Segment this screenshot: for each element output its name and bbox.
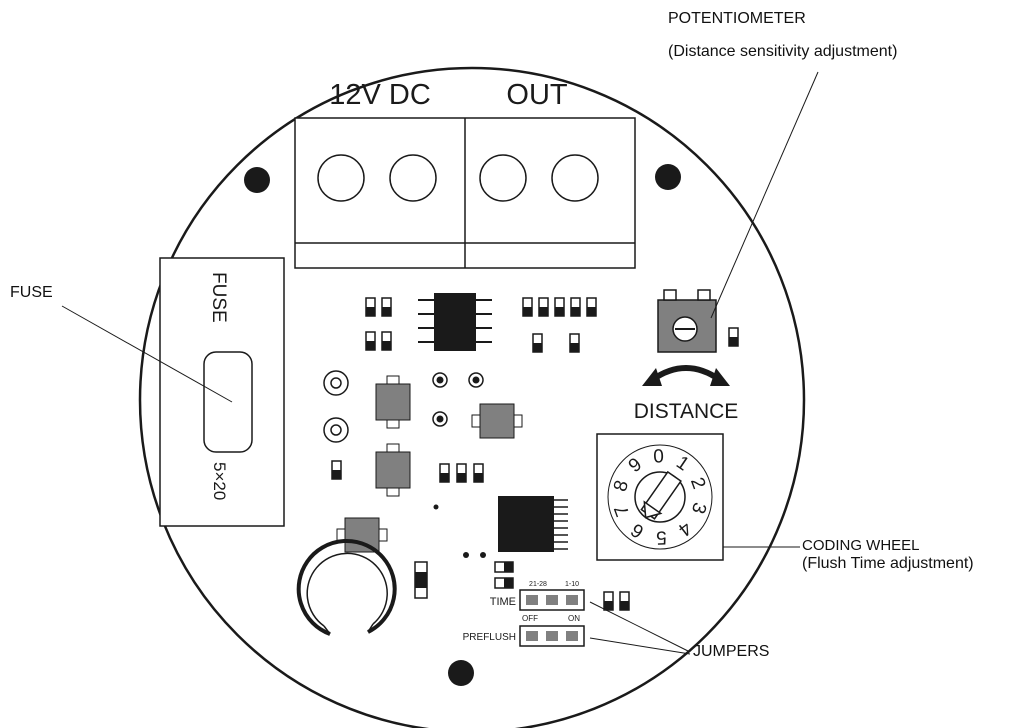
wheel-digit: 0 (653, 446, 664, 467)
callout-lines (61, 71, 819, 655)
terminal-screw (551, 154, 599, 202)
concentric-pads (323, 370, 484, 443)
preflush-jumper-header (519, 625, 585, 647)
potentiometer (657, 289, 717, 353)
fuse-label: FUSE (208, 272, 229, 323)
potentiometer-callout-desc: (Distance sensitivity adjustment) (668, 43, 898, 60)
ic-chip-bottom (498, 496, 568, 552)
potentiometer-callout-title: POTENTIOMETER (668, 10, 806, 27)
coding-wheel-callout-title: CODING WHEEL (802, 537, 920, 554)
time-jumper-header (519, 589, 585, 611)
terminal-screw (389, 154, 437, 202)
terminal-block (294, 117, 636, 269)
mounting-hole-right (655, 164, 681, 190)
terminal-screw (479, 154, 527, 202)
terminal-out-label: OUT (506, 79, 568, 111)
time-option-b: 1-10 (565, 581, 579, 588)
via-dots (433, 376, 486, 558)
fuse-callout: FUSE (10, 284, 53, 301)
fuse-size-label: 5×20 (210, 462, 229, 500)
time-option-a: 21-28 (529, 581, 547, 588)
jumper-leader-preflush (589, 637, 691, 655)
time-label: TIME (490, 596, 516, 608)
mounting-hole-left (244, 167, 270, 193)
smd-pads (332, 307, 738, 610)
rotation-arrow-icon (642, 365, 730, 386)
fuse-holder (159, 257, 285, 527)
buzzer-ring (296, 539, 397, 636)
preflush-on-label: ON (568, 614, 580, 623)
coding-wheel-callout-desc: (Flush Time adjustment) (802, 555, 974, 572)
distance-label: DISTANCE (634, 400, 739, 423)
jumper-leader-time (589, 601, 691, 653)
grey-transistors (336, 375, 523, 553)
ic-chip-top (418, 293, 492, 351)
terminal-screw (317, 154, 365, 202)
jumpers-callout: JUMPERS (693, 643, 770, 660)
coding-wheel (596, 433, 724, 561)
fuse-leader (61, 305, 233, 403)
preflush-off-label: OFF (522, 614, 538, 623)
mounting-hole-bottom (448, 660, 474, 686)
potentiometer-leader (710, 71, 819, 319)
terminal-power-label: 12V DC (329, 79, 431, 111)
preflush-label: PREFLUSH (463, 632, 516, 643)
wheel-digit: 5 (656, 526, 667, 547)
